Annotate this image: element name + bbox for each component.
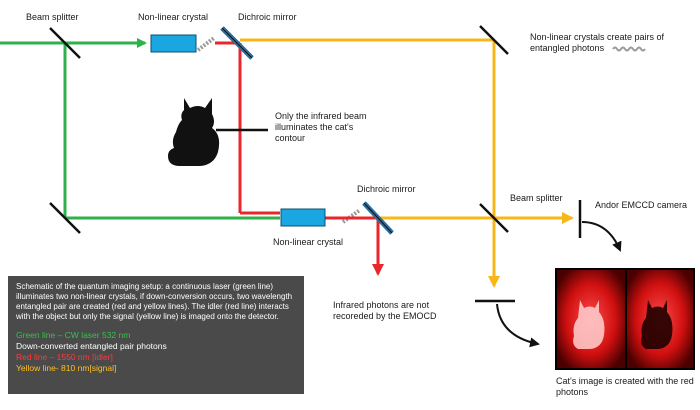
label-beam-splitter-left: Beam splitter [26,12,79,22]
dichroic-mirror-bottom [362,201,394,235]
mirror-right-top [479,25,509,55]
photon-pair-dashes-bottom [341,208,362,224]
entangled-photon-wave-icon [612,46,646,52]
nonlinear-crystal-bottom [280,208,326,227]
legend-green-line: Green line – CW laser 532 nm [16,330,131,340]
label-infrared-not-recorded: Infrared photons are not recoreded by th… [333,300,437,321]
cat-silhouette-icon [168,98,220,166]
red-beam [215,41,384,276]
label-dichroic-mirror-top: Dichroic mirror [238,12,297,22]
green-beam [0,38,280,220]
label-nonlinear-crystal-top: Non-linear crystal [138,12,209,22]
yellow-beam [240,38,574,288]
label-cat-image-caption: Cat's image is created with the red phot… [556,376,694,397]
legend-white-line: Down-converted entangled pair photons [16,341,167,351]
beam-splitter-right [479,203,509,233]
label-camera: Andor EMCCD camera [595,200,688,210]
label-dichroic-mirror-bottom: Dichroic mirror [357,184,416,194]
label-nonlinear-crystals-note: Non-linear crystals create pairs of enta… [530,32,665,53]
beam-splitter-left-top [49,27,81,59]
dichroic-mirror-top [220,26,254,60]
cat-image-result [555,268,695,370]
label-nonlinear-crystal-bottom: Non-linear crystal [273,237,344,247]
legend-yellow-line: Yellow line- 810 nm[signal] [16,363,117,373]
beam-splitter-left-bottom [49,202,81,234]
nonlinear-crystal-top [150,34,197,53]
legend-description: Schematic of the quantum imaging setup: … [16,282,293,321]
photon-pair-dashes-top [196,36,216,52]
legend-box: Schematic of the quantum imaging setup: … [8,276,304,394]
camera-output-arrow [581,221,622,252]
legend-red-line: Red line – 1550 nm [idler] [16,352,113,362]
label-beam-splitter-right: Beam splitter [510,193,563,203]
label-infrared-note: Only the infrared beam illuminates the c… [275,111,367,143]
lower-output-arrow [496,303,540,348]
